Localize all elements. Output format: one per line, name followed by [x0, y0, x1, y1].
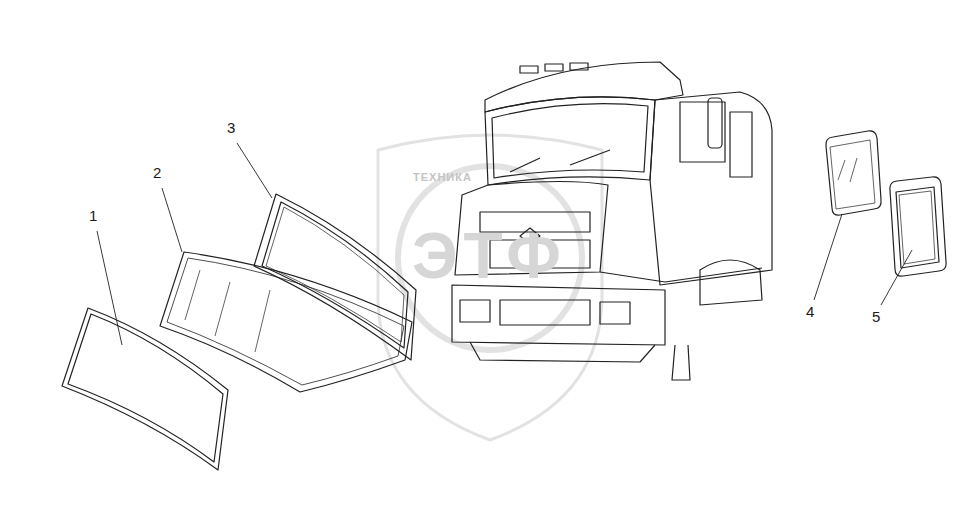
side-window-seal [890, 177, 946, 276]
windshield-glass [160, 252, 412, 392]
truck-cab [452, 62, 772, 380]
watermark-text: ЭТФ [412, 224, 567, 288]
watermark-text: ТЕХНИКА [413, 172, 472, 183]
leader-lines [97, 143, 912, 345]
callout-number: 3 [227, 120, 235, 135]
callout-number: 1 [89, 208, 97, 223]
side-window-glass [826, 131, 881, 215]
windshield-frame-seal [254, 194, 416, 360]
windshield-seal [62, 308, 228, 470]
callout-number: 2 [153, 165, 161, 180]
callout-number: 4 [806, 304, 814, 319]
callout-number: 5 [872, 309, 880, 324]
